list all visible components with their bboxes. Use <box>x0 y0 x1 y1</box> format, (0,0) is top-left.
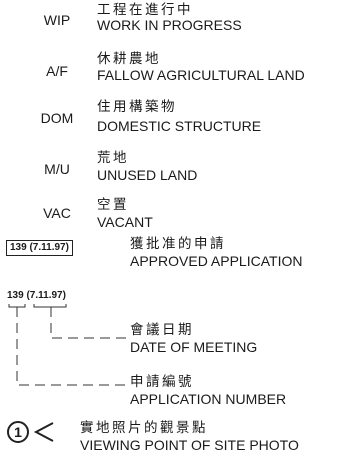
en-mu: UNUSED LAND <box>97 167 198 183</box>
abbr-dom: DOM <box>40 110 74 126</box>
zh-application-number: 申請編號 <box>130 374 194 389</box>
zh-approved: 獲批准的申請 <box>130 236 226 251</box>
abbr-mu: M/U <box>44 161 70 177</box>
numbered-circle-icon: 1 <box>7 421 29 443</box>
approved-application-boxed-label: 139 (7.11.97) <box>6 240 73 256</box>
en-dom: DOMESTIC STRUCTURE <box>97 118 262 134</box>
zh-vac: 空置 <box>97 197 129 212</box>
view-direction-icon <box>33 422 54 442</box>
en-approved: APPROVED APPLICATION <box>130 253 303 269</box>
meeting-leader <box>50 307 128 339</box>
zh-viewing-point: 實地照片的觀景點 <box>80 420 208 435</box>
number-bracket <box>8 304 26 308</box>
abbr-vac: VAC <box>43 205 71 221</box>
en-meeting-date: DATE OF MEETING <box>130 339 258 355</box>
notation-label: 139 (7.11.97) <box>7 290 66 301</box>
en-vac: VACANT <box>97 214 153 230</box>
date-bracket <box>33 304 67 308</box>
abbr-wip: WIP <box>43 12 71 28</box>
zh-meeting-date: 會議日期 <box>130 322 194 337</box>
en-wip: WORK IN PROGRESS <box>97 17 242 33</box>
en-viewing-point: VIEWING POINT OF SITE PHOTO <box>80 437 299 453</box>
abbr-af: A/F <box>46 63 68 79</box>
zh-wip: 工程在進行中 <box>97 2 193 17</box>
number-leader <box>16 307 128 386</box>
en-application-number: APPLICATION NUMBER <box>130 391 287 407</box>
en-af: FALLOW AGRICULTURAL LAND <box>97 67 305 83</box>
zh-af: 休耕農地 <box>97 51 161 66</box>
zh-mu: 荒地 <box>97 150 129 165</box>
zh-dom: 住用構築物 <box>97 99 177 114</box>
